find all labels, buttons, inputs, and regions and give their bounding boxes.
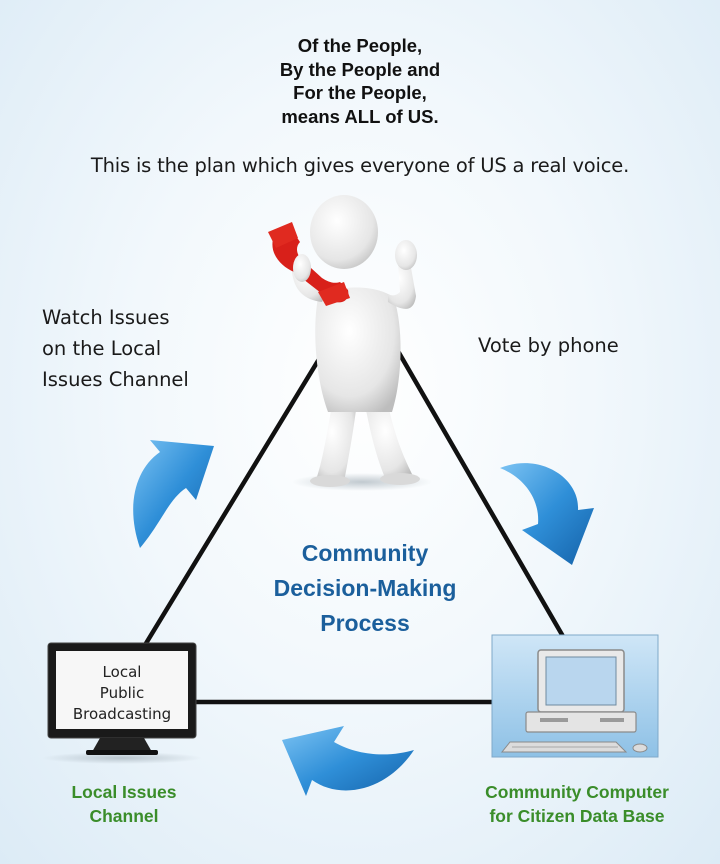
bottom-left-label-line-2: Channel <box>89 806 159 826</box>
headline-line-2: By the People and <box>279 58 441 80</box>
left-label-line-3: Issues Channel <box>42 368 189 391</box>
tv-screen-line-2: Public <box>99 684 145 702</box>
center-label-line-3: Process <box>320 610 410 636</box>
headline-line-1: Of the People, <box>297 35 423 56</box>
subtitle: This is the plan which gives everyone of… <box>90 154 630 177</box>
center-label-line-1: Community <box>301 540 429 566</box>
headline-line-3: For the People, <box>293 82 427 103</box>
arrow-up-left <box>133 440 214 548</box>
headline-line-4: means ALL of US. <box>281 105 439 127</box>
tv-screen-line-3: Broadcasting <box>72 705 172 723</box>
left-label: Watch Issues on the Local Issues Channel <box>42 302 189 395</box>
tv-screen-line-1: Local <box>102 663 142 681</box>
headline: Of the People, By the People and For the… <box>0 34 720 128</box>
bottom-right-label-line-2: for Citizen Data Base <box>489 806 665 826</box>
arrow-left-bottom <box>282 726 414 796</box>
television-icon <box>42 642 202 764</box>
left-label-line-2: on the Local <box>42 337 162 360</box>
person-on-phone-icon <box>268 195 432 491</box>
bottom-left-label-line-1: Local Issues <box>71 782 177 802</box>
center-label: Community Decision-Making Process <box>220 536 510 641</box>
tv-screen-text: Local Public Broadcasting <box>56 662 188 725</box>
desktop-computer-icon <box>491 634 659 758</box>
bottom-right-label: Community Computer for Citizen Data Base <box>446 780 708 828</box>
arrow-down-right <box>500 463 594 565</box>
center-label-line-2: Decision-Making <box>273 575 457 601</box>
left-label-line-1: Watch Issues <box>42 306 170 329</box>
bottom-left-label: Local Issues Channel <box>40 780 208 828</box>
right-label: Vote by phone <box>478 334 619 357</box>
bottom-right-label-line-1: Community Computer <box>485 782 669 802</box>
